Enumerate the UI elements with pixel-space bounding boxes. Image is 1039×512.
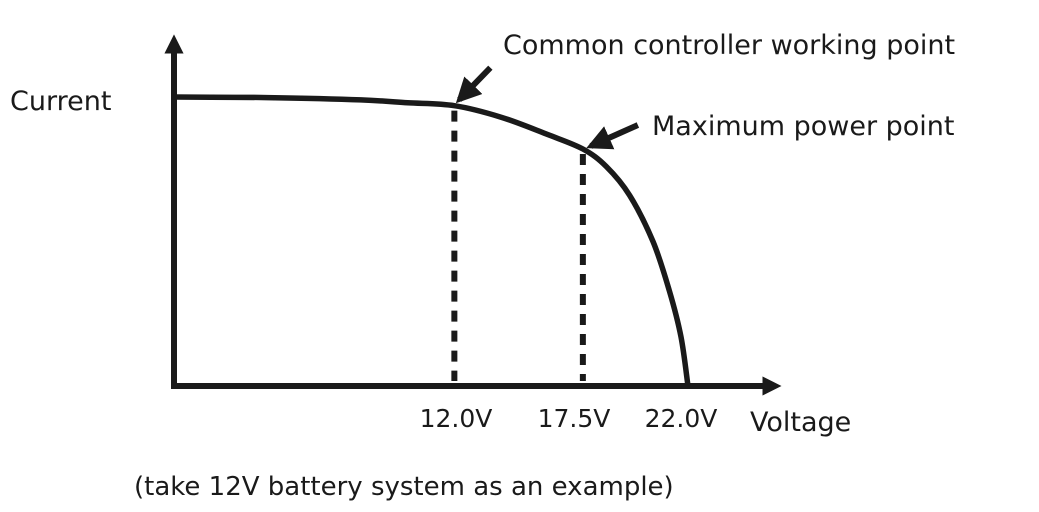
max-power-point-arrow bbox=[586, 122, 640, 150]
iv-curve-line bbox=[171, 94, 691, 389]
working-point-arrow bbox=[455, 65, 493, 104]
example-note: (take 12V battery system as an example) bbox=[134, 472, 674, 502]
tick-label-17-5v: 17.5V bbox=[538, 404, 611, 433]
tick-label-22v: 22.0V bbox=[645, 404, 718, 433]
max-power-point-label: Maximum power point bbox=[652, 111, 955, 142]
x-axis-title: Voltage bbox=[750, 407, 851, 438]
y-axis-title: Current bbox=[10, 86, 111, 117]
tick-label-12v: 12.0V bbox=[420, 404, 493, 433]
working-point-label: Common controller working point bbox=[503, 30, 955, 61]
